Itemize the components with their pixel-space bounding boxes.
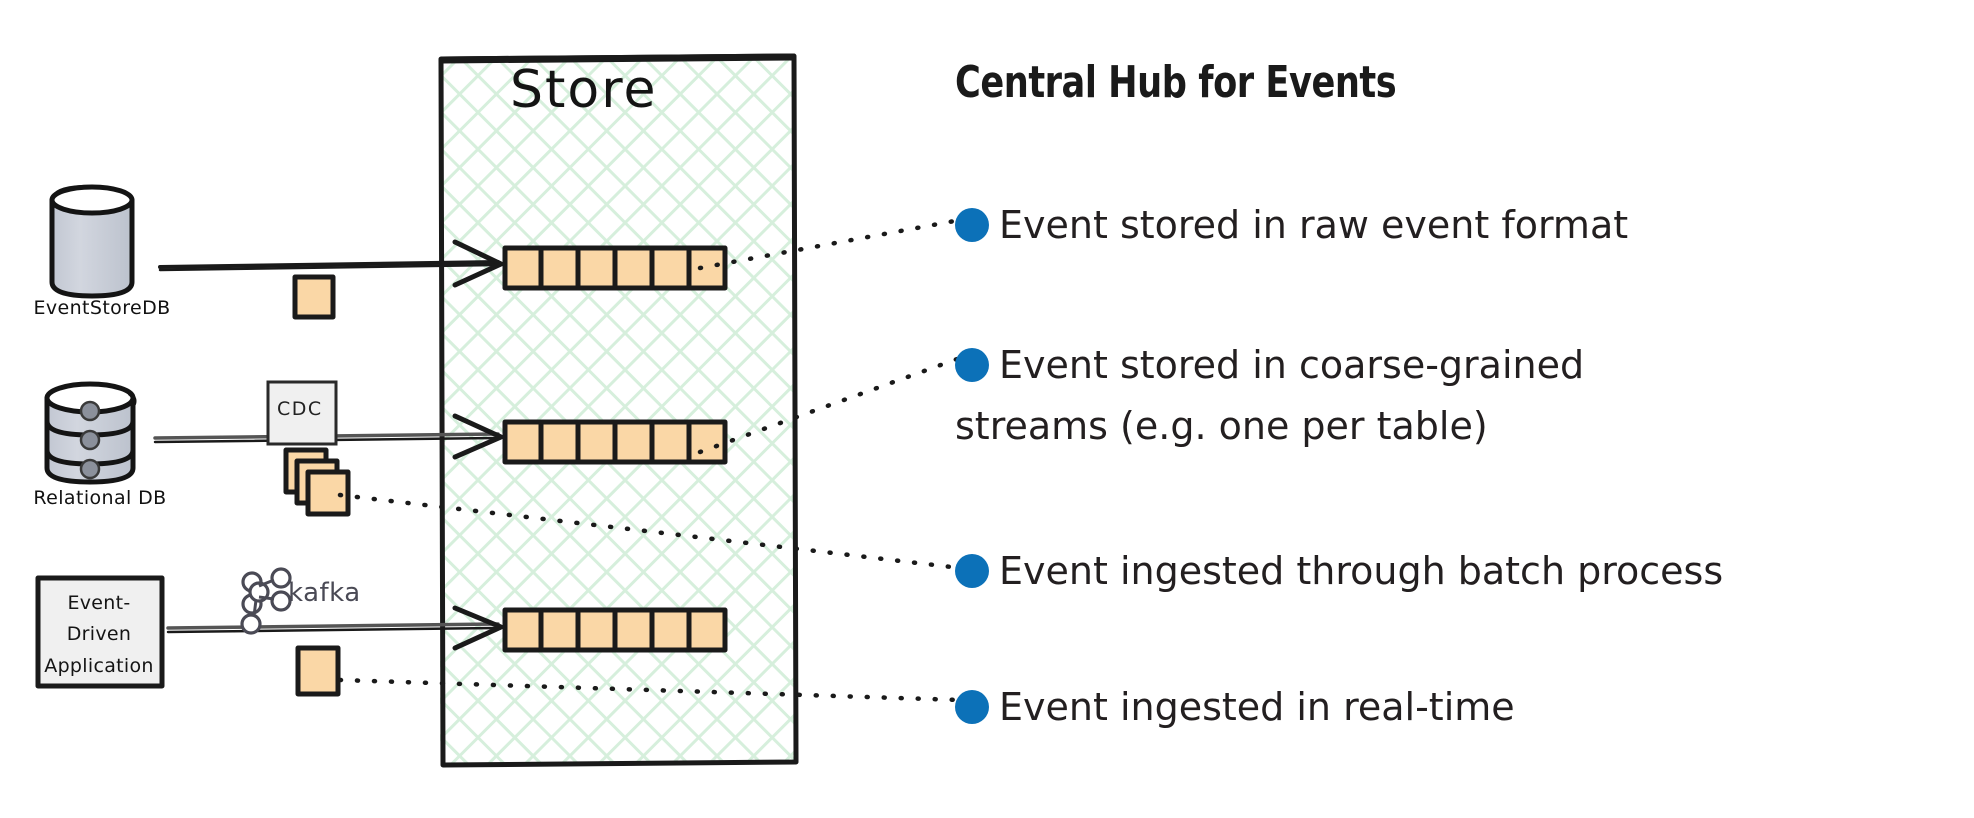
kafka-label: kafka	[288, 578, 361, 608]
connector-event-square-to-bullet4	[337, 677, 963, 703]
connector-stream1-to-bullet1	[697, 217, 963, 271]
event-driven-application-label: Event- Driven Application	[40, 588, 158, 682]
bullet-dot-icon	[955, 554, 989, 588]
store-container	[438, 53, 799, 768]
relational-db-icon	[44, 381, 137, 485]
arrow-application-to-store	[166, 605, 504, 651]
stream-realtime	[502, 607, 728, 653]
legend-item-2-text: Event stored in coarse-grained	[999, 343, 1585, 387]
page-title: Central Hub for Events	[955, 57, 1397, 108]
stream-coarse-grained	[502, 419, 728, 465]
legend-item-1-text: Event stored in raw event format	[999, 203, 1629, 247]
legend-item-2[interactable]: Event stored in coarse-grained streams (…	[955, 338, 1584, 454]
arrow-eventstoredb-to-store	[158, 239, 504, 288]
eventstoredb-icon	[49, 184, 135, 299]
eventstoredb-label: EventStoreDB	[33, 297, 171, 319]
connector-stacked-events-to-bullet3	[337, 492, 963, 571]
legend-item-3-text: Event ingested through batch process	[999, 549, 1724, 593]
bullet-dot-icon	[955, 690, 989, 724]
event-square-icon-3	[295, 645, 341, 697]
legend-item-4[interactable]: Event ingested in real-time	[955, 680, 1515, 735]
cdc-label: CDC	[277, 398, 323, 420]
store-title: Store	[510, 60, 658, 120]
legend-item-2-text-line2: streams (e.g. one per table)	[955, 404, 1488, 449]
legend-item-1[interactable]: Event stored in raw event format	[955, 198, 1628, 253]
event-square-icon-1	[292, 274, 336, 320]
edapp-label-line-3: Application	[44, 654, 154, 677]
edapp-label-line-2: Driven	[66, 623, 132, 646]
bullet-dot-icon	[955, 208, 989, 242]
legend-item-4-text: Event ingested in real-time	[999, 685, 1515, 729]
bullet-dot-icon	[955, 348, 989, 382]
connector-stream2-to-bullet2	[697, 355, 963, 455]
application-box-icon	[35, 575, 165, 689]
stacked-events-icon	[283, 447, 351, 517]
cdc-box-icon	[266, 380, 338, 446]
edapp-label-line-1: Event-	[67, 592, 131, 614]
kafka-logo-icon	[240, 567, 292, 635]
legend-panel: Central Hub for Events Event stored in r…	[955, 57, 1955, 729]
legend-item-3[interactable]: Event ingested through batch process	[955, 544, 1723, 599]
stream-raw-events	[502, 245, 728, 291]
relational-db-label: Relational DB	[33, 487, 167, 509]
